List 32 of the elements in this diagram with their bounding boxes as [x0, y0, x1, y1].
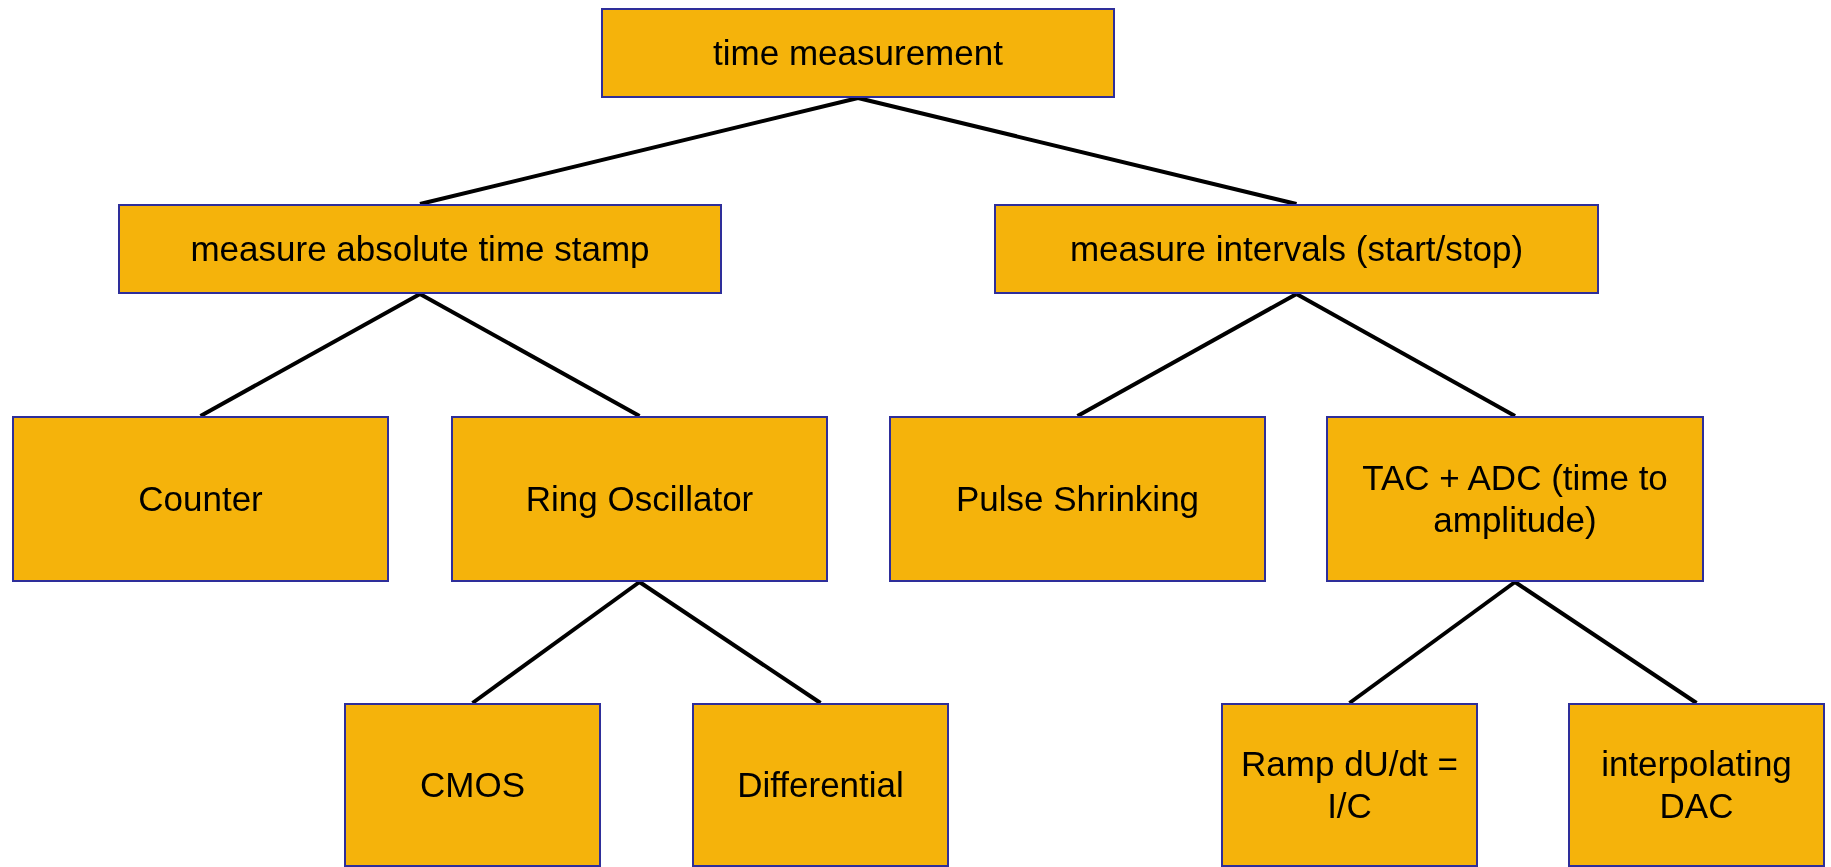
connector-line: [1076, 292, 1298, 418]
process-box: [12, 416, 389, 582]
box-label: Ring Oscillator: [524, 478, 755, 520]
process-box: [889, 416, 1266, 582]
box-label: time measurement: [712, 32, 1004, 74]
box-label: measure intervals (start/stop): [1068, 228, 1525, 270]
box-label: measure absolute time stamp: [189, 228, 651, 270]
box-label: CMOS: [419, 764, 526, 806]
connector-line: [419, 292, 641, 418]
box-label: TAC + ADC (time to amplitude): [1361, 457, 1669, 541]
box-label: Differential: [736, 764, 905, 806]
process-box: [451, 416, 828, 582]
process-box: [1326, 416, 1704, 582]
process-box: [344, 703, 601, 867]
connector-line: [199, 292, 421, 418]
connector-line: [857, 96, 1297, 206]
box-label: interpolating DAC: [1600, 743, 1793, 827]
process-box: [994, 204, 1599, 294]
process-box: [118, 204, 722, 294]
process-box: [1568, 703, 1825, 867]
connector-line: [1513, 580, 1698, 705]
process-box: [1221, 703, 1478, 867]
box-label: Counter: [137, 478, 264, 520]
connector-line: [1295, 292, 1516, 418]
connector-line: [638, 580, 822, 705]
box-label: Ramp dU/dt = I/C: [1240, 743, 1459, 827]
box-label: Pulse Shrinking: [954, 478, 1201, 520]
process-box: [601, 8, 1115, 98]
connector-line: [419, 96, 859, 206]
process-box: [692, 703, 949, 867]
connector-line: [471, 580, 641, 705]
connector-line: [1348, 580, 1517, 705]
